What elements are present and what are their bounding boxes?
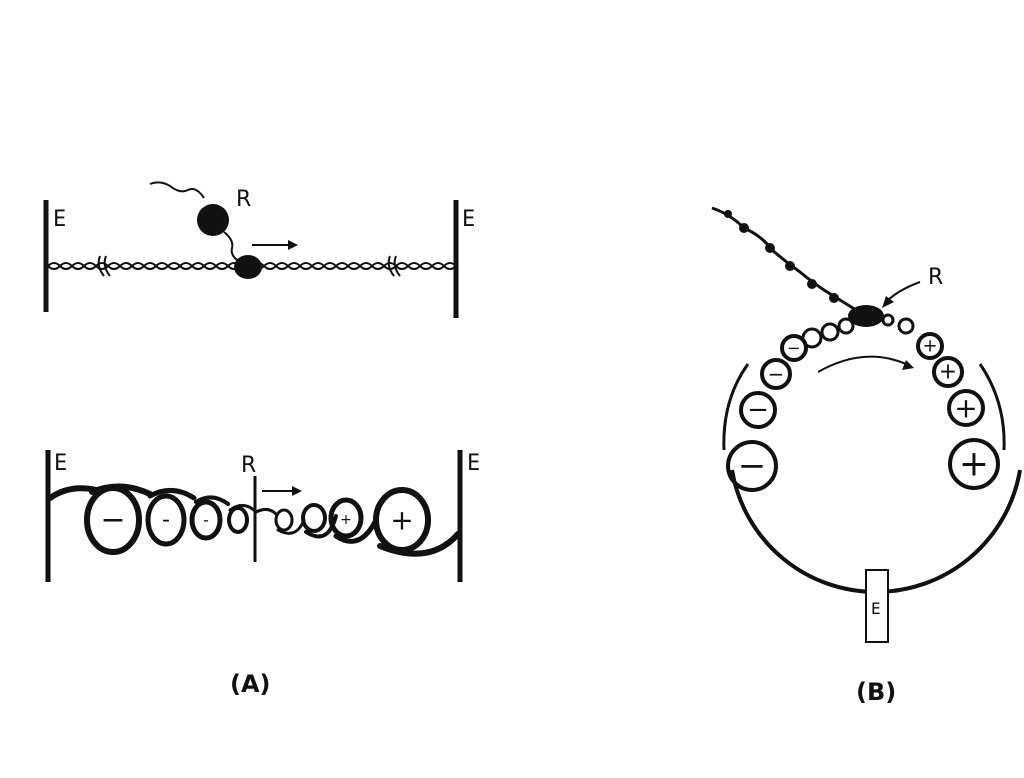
positive-sign: + [340,512,352,528]
positive-loop [328,497,364,539]
positive-loop [932,356,964,388]
panel-a-bottom: E E R − [45,450,480,582]
enzyme-label: R [236,187,251,212]
positive-sign: + [922,336,937,357]
panel-b: E R − − − [711,206,1022,643]
positive-loop [301,503,327,533]
positive-loops [916,332,1000,490]
positive-sign: + [959,444,989,485]
anchor-box [865,569,889,643]
polymerase [234,255,262,279]
beaded-transcript [711,206,857,312]
negative-sign: − [100,503,125,538]
supercoiled-dna [47,483,461,557]
enzyme-label: R [241,453,256,478]
direction-arrow [817,355,914,373]
positive-sign: + [954,392,977,425]
polymerase [848,305,884,327]
negative-sign: − [787,339,800,358]
negative-sign: − [768,362,785,386]
positive-sign: + [939,360,957,385]
direction-arrow [262,486,302,496]
enzyme-pointer [885,281,921,303]
negative-loops [726,334,808,492]
negative-loop [145,493,187,547]
panel-a-caption: (A) [230,670,271,698]
enzyme-label: R [928,265,943,290]
right-end-label: E [462,207,475,232]
negative-loop [227,506,249,534]
anchor-label: E [871,599,881,618]
direction-arrow [252,240,298,250]
rna-transcript [149,181,205,199]
negative-loop [780,334,808,362]
negative-sign: - [203,511,209,530]
positive-loop [274,508,294,532]
negative-sign: - [162,508,170,533]
left-end-label: E [53,207,66,232]
negative-loop [726,440,778,492]
ribosome [197,204,229,236]
positive-loop [916,332,944,360]
positive-loop [948,438,1000,490]
panel-a-top: E E R [43,181,475,318]
negative-sign: − [747,395,769,425]
negative-sign: − [738,446,767,486]
negative-loop [189,499,223,541]
negative-loop [739,391,777,429]
positive-sign: + [390,504,413,537]
negative-loop [760,358,792,390]
panel-b-caption: (B) [856,678,896,706]
right-end-label: E [467,451,480,476]
small-supercoils [801,313,915,349]
left-end-label: E [54,451,67,476]
positive-loop [947,389,985,427]
tether [223,231,241,263]
enzyme-pointer-head [882,296,894,308]
